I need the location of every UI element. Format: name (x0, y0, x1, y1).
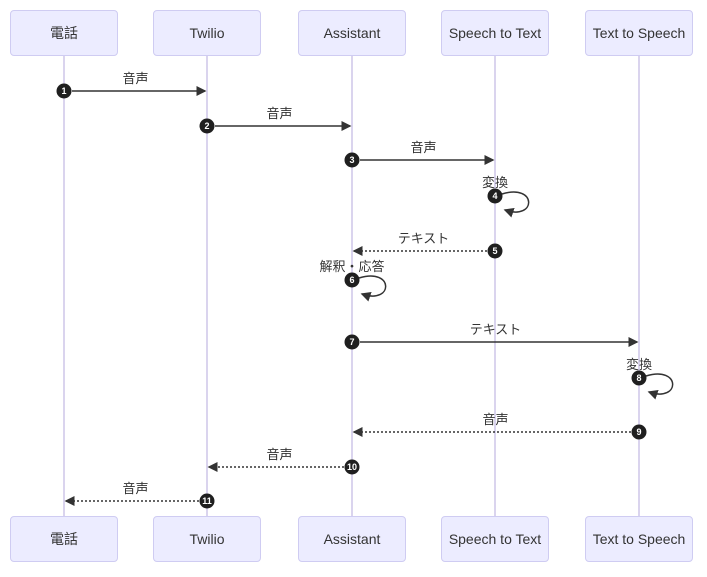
numbers-layer: 1 2 3 4 5 6 7 8 9 10 11 (56, 83, 647, 509)
message-4-selfloop (501, 191, 530, 218)
message-2-number: 2 (204, 121, 209, 131)
message-11-number-badge (199, 493, 215, 509)
participant-label: 電話 (50, 25, 78, 41)
message-6-label: 解釈・応答 (319, 259, 384, 274)
message-8-number-badge (631, 370, 647, 386)
participant-label: Speech to Text (448, 531, 542, 547)
participant-top-tts: Text to Speech (585, 10, 693, 56)
message-9-number-badge (631, 424, 647, 440)
participant-bottom-twilio: Twilio (153, 516, 261, 562)
participant-label: Assistant (323, 25, 381, 41)
message-4-number: 4 (492, 191, 497, 201)
message-6-selfloop (358, 275, 387, 302)
participant-label: Text to Speech (592, 25, 686, 41)
participant-top-assistant: Assistant (298, 10, 406, 56)
message-6-number-badge (344, 272, 360, 288)
message-4-number-badge (487, 188, 503, 204)
participant-top-twilio: Twilio (153, 10, 261, 56)
message-1-number-badge (56, 83, 72, 99)
message-4-label: 変換 (482, 175, 508, 190)
message-5-label: テキスト (398, 231, 450, 246)
message-9-number: 9 (636, 427, 641, 437)
message-8-label: 変換 (626, 357, 652, 372)
participant-label: 電話 (50, 531, 78, 547)
message-2-number-badge (199, 118, 215, 134)
participant-top-stt: Speech to Text (441, 10, 549, 56)
message-5-number: 5 (492, 246, 497, 256)
message-1-number: 1 (61, 86, 66, 96)
participant-label: Twilio (189, 531, 225, 547)
message-10-number: 10 (347, 462, 357, 472)
message-11-label: 音声 (122, 481, 148, 496)
message-9-label: 音声 (482, 412, 508, 427)
participant-label: Assistant (323, 531, 381, 547)
participant-label: Twilio (189, 25, 225, 41)
participant-label: Text to Speech (592, 531, 686, 547)
message-3-number: 3 (349, 155, 354, 165)
message-11-number: 11 (202, 496, 212, 506)
message-6-number: 6 (349, 275, 354, 285)
participant-bottom-phone: 電話 (10, 516, 118, 562)
participant-bottom-tts: Text to Speech (585, 516, 693, 562)
participant-label: Speech to Text (448, 25, 542, 41)
message-5-number-badge (487, 243, 503, 259)
message-7-number-badge (344, 334, 360, 350)
message-8-number: 8 (636, 373, 641, 383)
message-10-label: 音声 (266, 447, 292, 462)
message-1-label: 音声 (122, 71, 148, 86)
message-3-label: 音声 (410, 140, 436, 155)
participant-top-phone: 電話 (10, 10, 118, 56)
message-7-number: 7 (349, 337, 354, 347)
message-3-number-badge (344, 152, 360, 168)
participant-bottom-stt: Speech to Text (441, 516, 549, 562)
message-7-label: テキスト (470, 322, 522, 337)
message-8-selfloop (645, 373, 674, 400)
participant-bottom-assistant: Assistant (298, 516, 406, 562)
message-10-number-badge (344, 459, 360, 475)
message-2-label: 音声 (266, 106, 292, 121)
